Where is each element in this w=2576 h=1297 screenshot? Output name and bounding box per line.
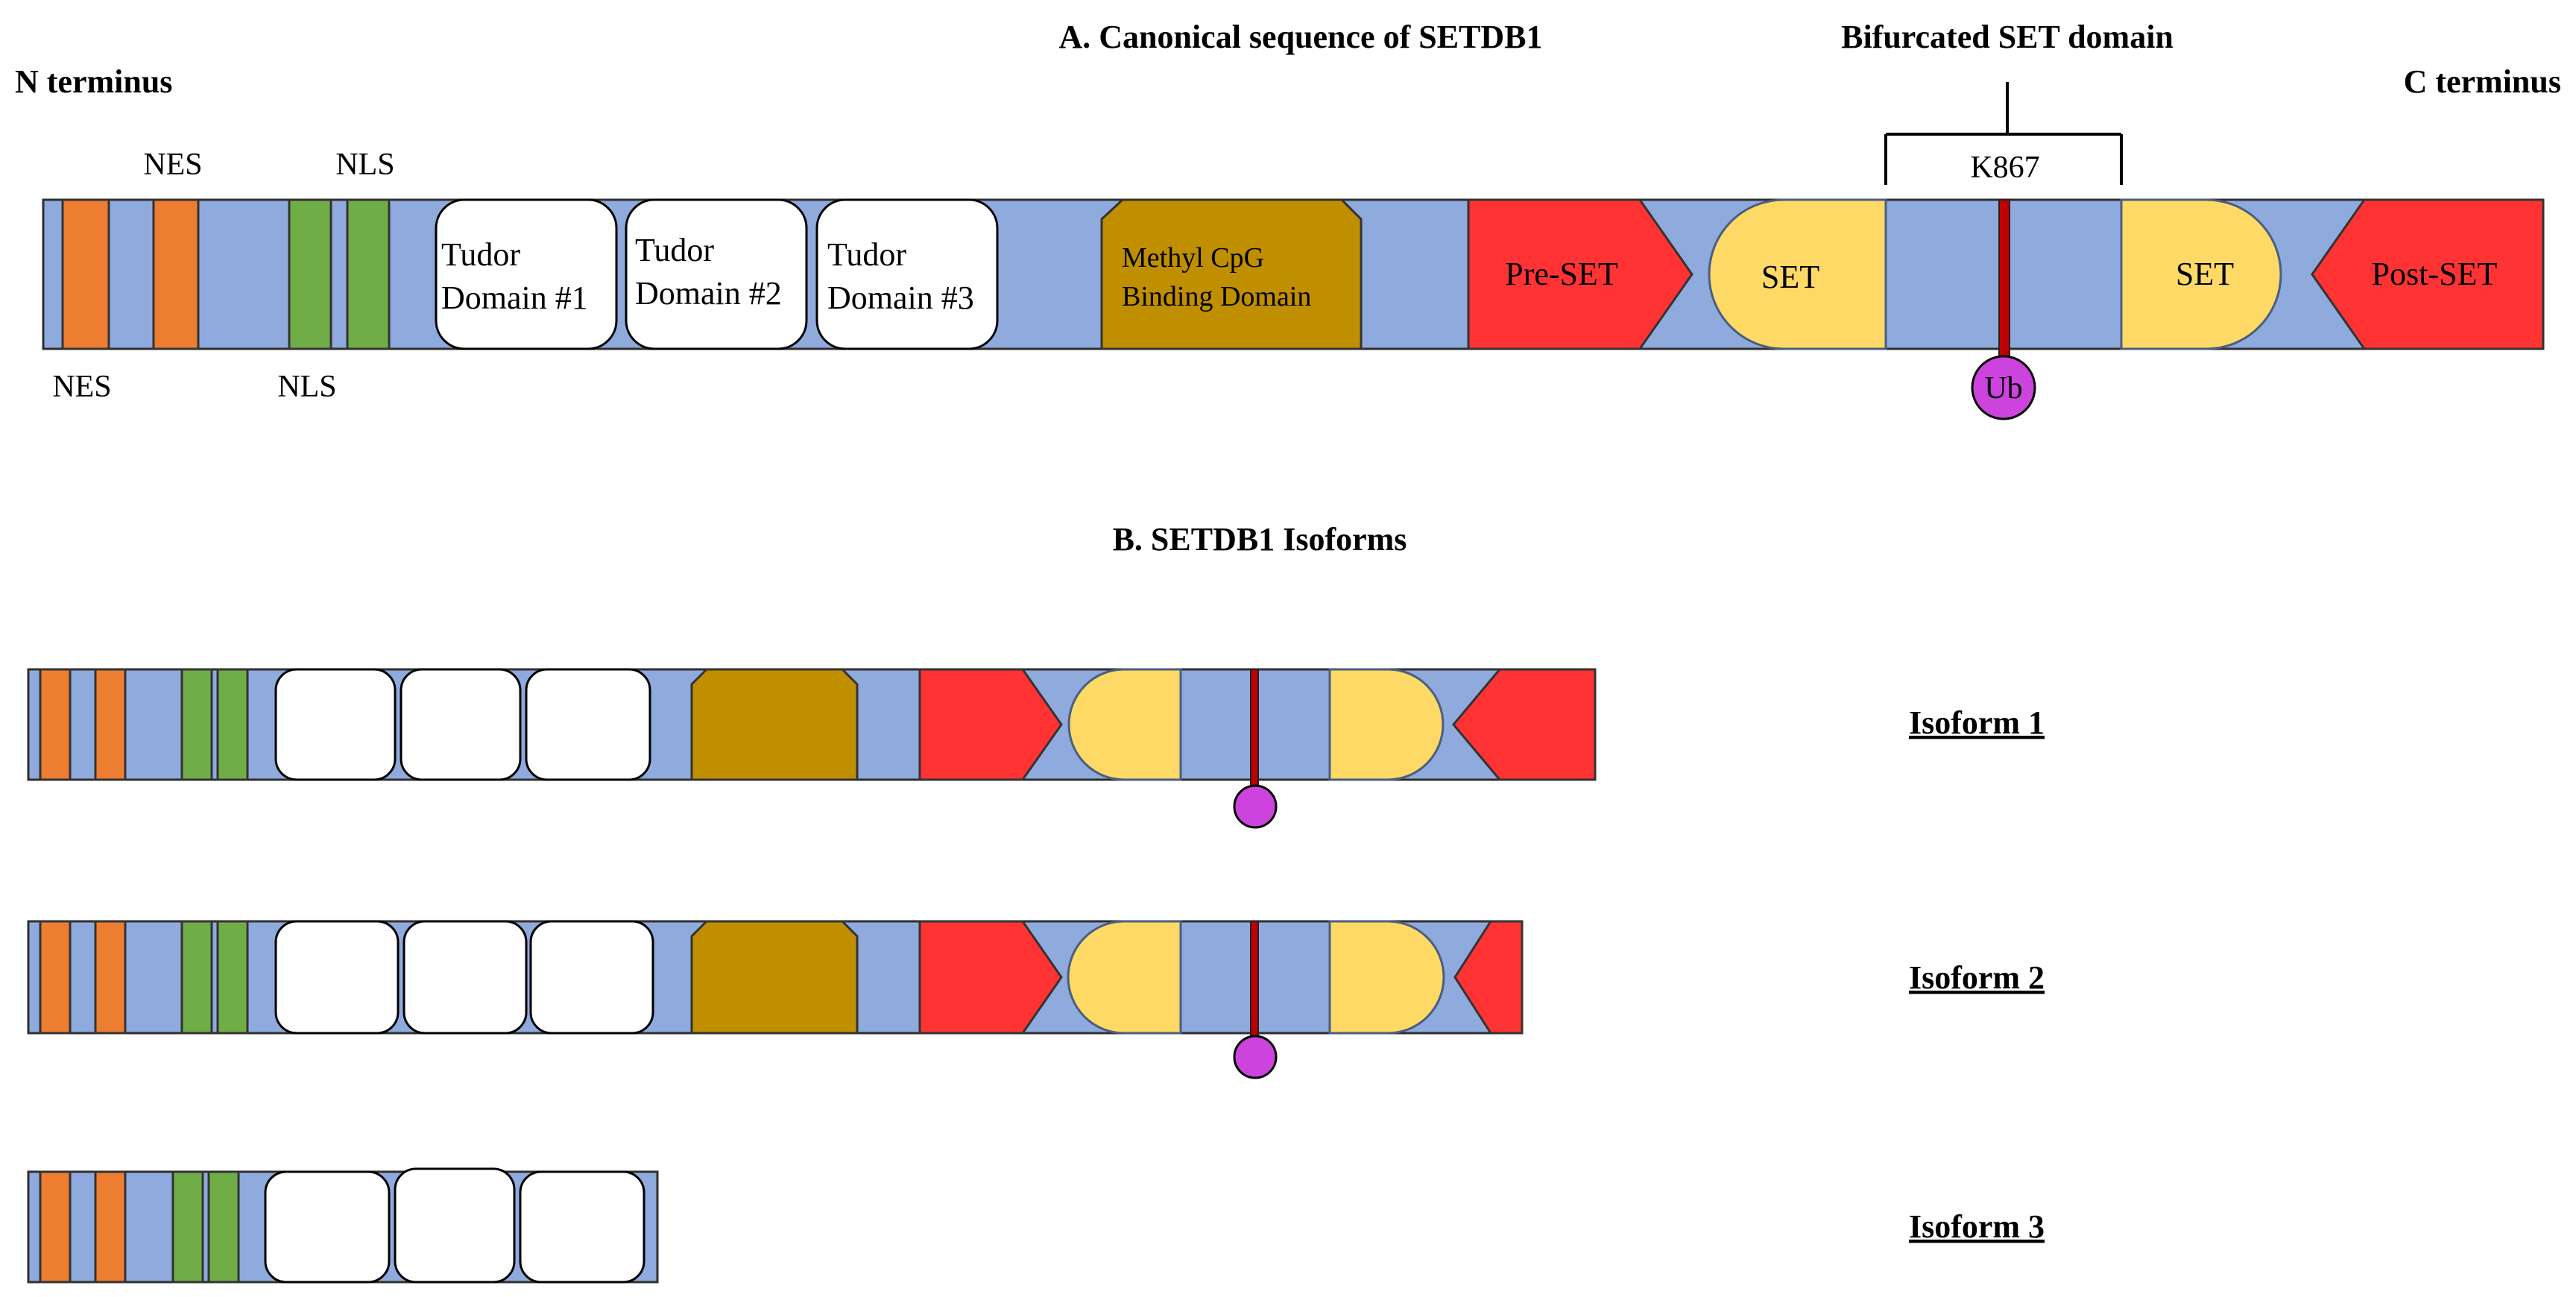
isoform-2-ubiquitin [1233, 1035, 1278, 1079]
isoform-1-label: Isoform 1 [1909, 704, 2045, 741]
isoform-1-lysine [1250, 669, 1259, 789]
tudor-domain-1 [435, 198, 618, 350]
tudor-domain-3-label: Tudor [827, 236, 906, 273]
isoform-1-tudor-2 [400, 668, 522, 781]
isoform-2-tudor-2 [402, 920, 528, 1035]
nls-motif-1 [288, 198, 332, 350]
isoform-1-mbd [690, 668, 859, 781]
nls-label-bottom: NLS [277, 370, 336, 404]
bifurcated-set-bracket [1884, 82, 2123, 185]
isoform-1-nls-1 [180, 668, 213, 781]
isoform-3-nls-2 [207, 1170, 240, 1284]
isoform-2-nls-2 [216, 920, 249, 1035]
isoform-1-post-set [1452, 668, 1597, 781]
isoform-2-tudor-1 [274, 920, 400, 1035]
isoform-2-lysine [1250, 921, 1259, 1041]
nes-motif-2 [152, 198, 200, 350]
nes-motif-1 [61, 198, 110, 350]
isoform-3-tudor-3 [519, 1170, 645, 1284]
isoform-1-set-right [1328, 668, 1445, 781]
isoform-2-pre-set [918, 920, 1063, 1035]
bifurcated-set-title: Bifurcated SET domain [1841, 19, 2174, 55]
tudor-domain-3-label-2: Domain #3 [827, 280, 974, 316]
isoform-2-set-left [1067, 920, 1182, 1035]
isoform-1-pre-set [918, 668, 1063, 781]
tudor-domain-1-label: Tudor [441, 236, 520, 273]
isoform-3-diagram [27, 1167, 659, 1284]
isoform-3-tudor-2 [394, 1167, 516, 1284]
isoform-2-tudor-3 [529, 920, 654, 1035]
ubiquitin-marker [1971, 355, 2036, 420]
isoform-2-nls-1 [180, 920, 213, 1035]
set-right-label: SET [2176, 256, 2234, 292]
isoform-2-diagram [27, 920, 1524, 1079]
isoform-3-label: Isoform 3 [1909, 1208, 2045, 1245]
isoform-2-set-right [1328, 920, 1445, 1035]
isoform-1-nls-2 [216, 668, 249, 781]
isoform-2-post-set [1453, 920, 1524, 1035]
isoform-1-diagram [27, 668, 1597, 829]
tudor-domain-2-label: Tudor [635, 232, 714, 268]
pre-set-domain [1467, 198, 1693, 350]
panel-a-title: A. Canonical sequence of SETDB1 [1058, 19, 1542, 55]
isoform-2-nes-1 [39, 920, 72, 1035]
tudor-domain-1-label-2: Domain #1 [441, 280, 588, 316]
nls-label-top: NLS [335, 148, 394, 182]
tudor-domain-3 [815, 198, 999, 350]
isoform-2-mbd [690, 920, 859, 1035]
set-left-label: SET [1761, 259, 1819, 295]
ubiquitin-label: Ub [1984, 371, 2022, 405]
tudor-domain-2 [625, 198, 808, 350]
pre-set-label: Pre-SET [1505, 256, 1618, 292]
k867-lysine-marker [1998, 199, 2010, 363]
n-terminus-label: N terminus [15, 63, 172, 100]
isoform-2-nes-2 [94, 920, 127, 1035]
panel-b-title: B. SETDB1 Isoforms [1113, 521, 1407, 558]
nes-label-top: NES [143, 148, 202, 182]
isoform-1-tudor-1 [274, 668, 397, 781]
nes-label-bottom: NES [52, 370, 111, 404]
mbd-label-1: Methyl CpG [1122, 242, 1264, 274]
isoform-1-nes-1 [39, 668, 72, 781]
mbd-label-2: Binding Domain [1122, 281, 1311, 312]
isoform-3-nes-1 [39, 1170, 72, 1284]
c-terminus-label: C terminus [2404, 63, 2561, 100]
nls-motif-2 [346, 198, 391, 350]
tudor-domain-2-label-2: Domain #2 [635, 275, 782, 312]
methyl-cpg-binding-domain [1100, 198, 1363, 350]
post-set-label: Post-SET [2372, 256, 2498, 292]
post-set-domain [2311, 198, 2545, 350]
isoform-1-set-left [1067, 668, 1182, 781]
isoform-3-tudor-1 [264, 1170, 391, 1284]
isoform-1-ubiquitin [1233, 784, 1278, 829]
isoform-1-tudor-3 [525, 668, 651, 781]
isoform-2-label: Isoform 2 [1909, 959, 2045, 996]
isoform-3-nes-2 [94, 1170, 127, 1284]
isoform-1-nes-2 [94, 668, 127, 781]
k867-label: K867 [1970, 151, 2039, 185]
set-domain-left [1708, 198, 1887, 350]
set-domain-right [2120, 198, 2282, 350]
isoform-3-nls-1 [171, 1170, 204, 1284]
